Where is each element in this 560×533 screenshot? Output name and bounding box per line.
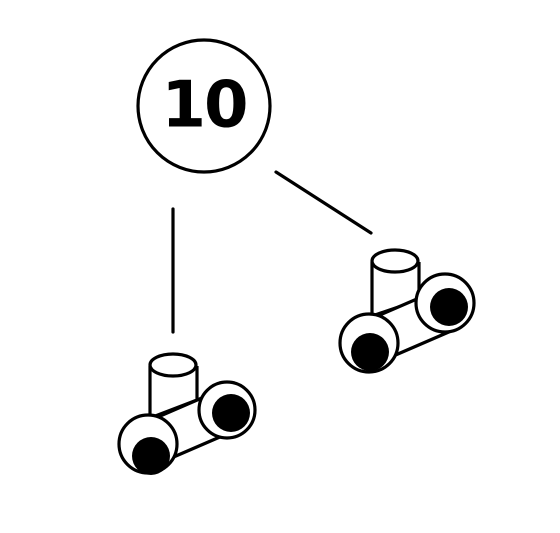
tee-connector-right	[338, 248, 476, 374]
right-end-left-hole	[351, 333, 389, 371]
right-stub-top	[370, 248, 420, 274]
left-stub-top	[148, 352, 198, 378]
part-number-label: 10	[161, 69, 246, 143]
right-end-right-hole	[430, 288, 468, 326]
tee-connector-left	[117, 352, 257, 475]
left-end-right-hole	[212, 394, 250, 432]
part-number-callout: 10	[136, 38, 272, 174]
callout-circle	[136, 38, 272, 174]
left-end-left-hole	[132, 437, 170, 475]
leader-line-right	[274, 170, 373, 235]
